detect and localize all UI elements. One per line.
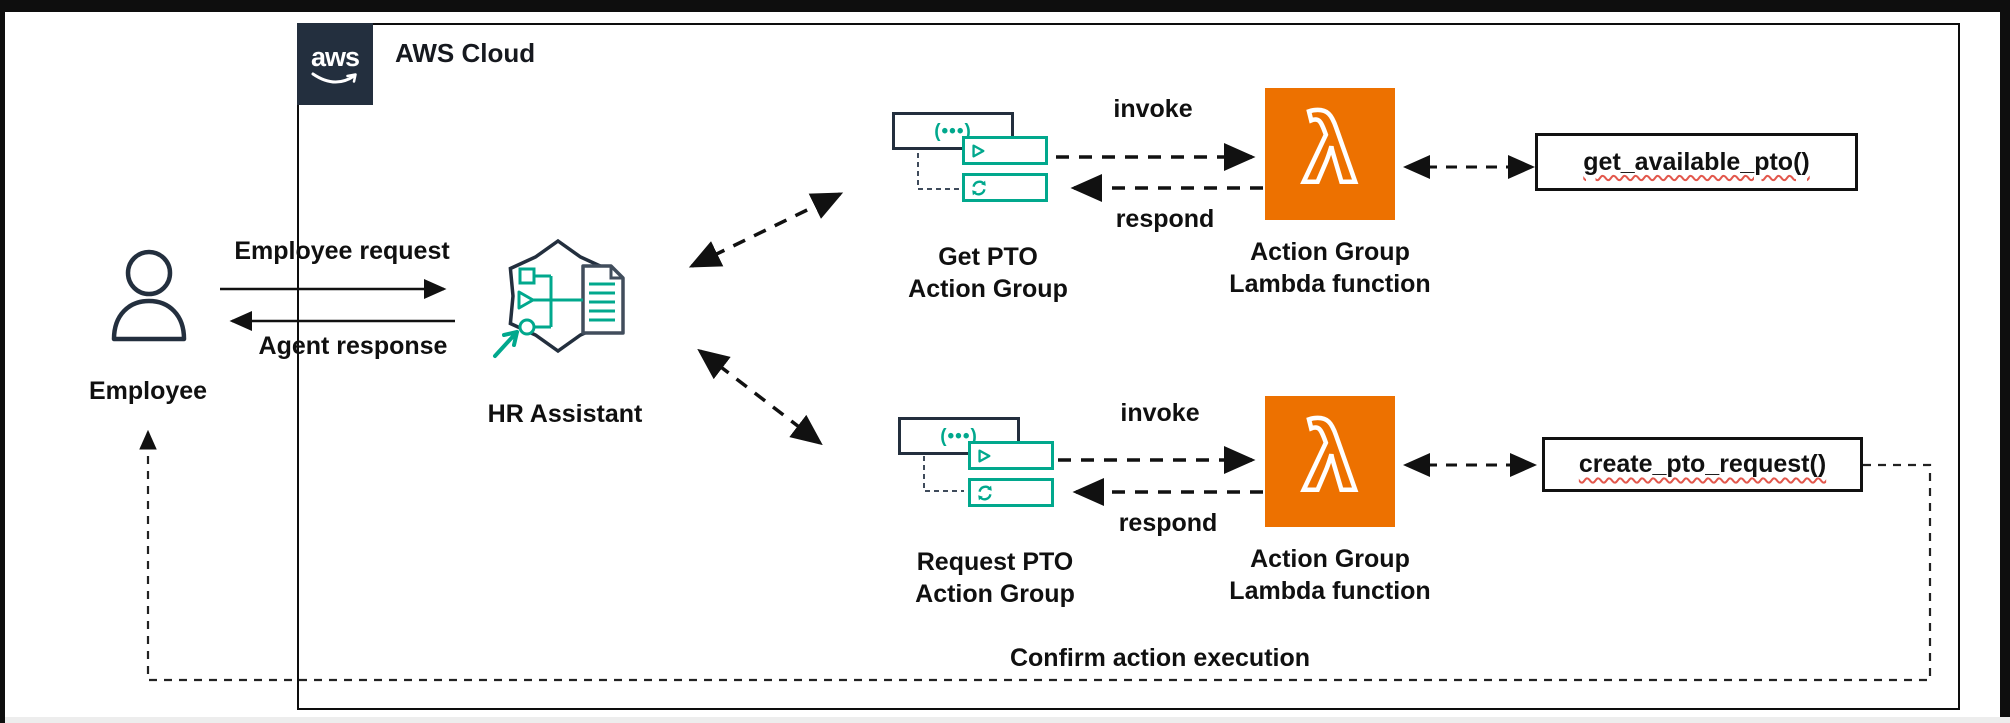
hr-assistant-label: HR Assistant bbox=[487, 400, 643, 428]
sync-box bbox=[968, 478, 1054, 507]
aws-logo-icon: aws bbox=[297, 23, 373, 105]
play-icon bbox=[976, 448, 992, 464]
get-pto-action-group-icon: (•••) bbox=[892, 112, 1062, 212]
function-name-row1: get_available_pto() bbox=[1583, 147, 1810, 176]
employee-request-label: Employee request bbox=[234, 237, 450, 265]
sync-icon bbox=[970, 179, 988, 197]
invoke-label-row1: invoke bbox=[1113, 95, 1193, 123]
api-dots-icon: (•••) bbox=[934, 120, 972, 142]
sync-icon bbox=[976, 484, 994, 502]
request-pto-action-group-label: Request PTO Action Group bbox=[915, 548, 1075, 608]
respond-label-row2: respond bbox=[1118, 509, 1218, 537]
aws-smile-icon bbox=[311, 72, 357, 83]
play-box bbox=[962, 136, 1048, 165]
aws-cloud-boundary bbox=[297, 23, 1960, 710]
play-box bbox=[968, 441, 1054, 470]
function-name-row2: create_pto_request() bbox=[1578, 450, 1827, 478]
sync-box bbox=[962, 173, 1048, 202]
request-pto-action-group-icon: (•••) bbox=[898, 417, 1068, 517]
employee-label: Employee bbox=[88, 377, 208, 405]
get-pto-action-group-label: Get PTO Action Group bbox=[908, 243, 1068, 303]
function-box-row2: create_pto_request() bbox=[1542, 437, 1863, 492]
lambda-label-row2: Action Group Lambda function bbox=[1229, 545, 1431, 605]
lambda-icon-row2: λ bbox=[1265, 396, 1395, 527]
agent-response-label: Agent response bbox=[258, 332, 448, 360]
lambda-icon-row1: λ bbox=[1265, 88, 1395, 220]
bottom-strip bbox=[5, 717, 2010, 723]
invoke-label-row2: invoke bbox=[1120, 399, 1200, 427]
respond-label-row1: respond bbox=[1115, 205, 1215, 233]
aws-logo-text: aws bbox=[310, 41, 360, 72]
confirm-action-label: Confirm action execution bbox=[1009, 644, 1311, 672]
aws-cloud-label: AWS Cloud bbox=[395, 38, 536, 68]
lambda-label-row1: Action Group Lambda function bbox=[1229, 238, 1431, 298]
function-box-row1: get_available_pto() bbox=[1535, 133, 1858, 191]
play-icon bbox=[970, 143, 986, 159]
